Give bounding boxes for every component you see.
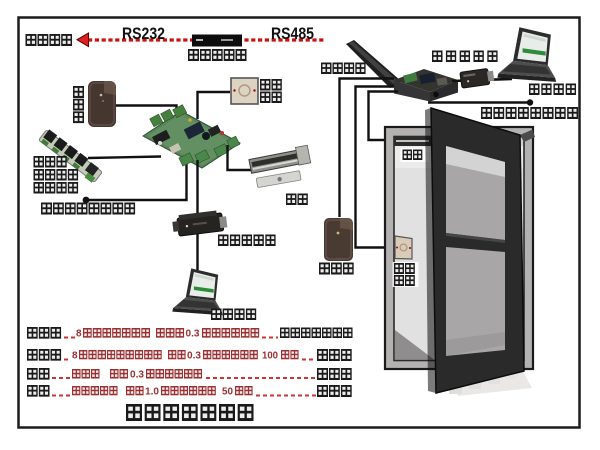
svg-text:8: 8 (72, 350, 78, 361)
svg-text:RS232: RS232 (122, 25, 165, 43)
svg-text:RS485: RS485 (271, 25, 314, 43)
svg-text:0.3: 0.3 (186, 328, 200, 339)
svg-text:0.3: 0.3 (130, 369, 144, 380)
svg-text:50: 50 (222, 386, 233, 397)
svg-text:0.3: 0.3 (187, 350, 201, 361)
svg-text:8: 8 (76, 328, 82, 339)
svg-text:100: 100 (262, 350, 278, 361)
svg-text:1.0: 1.0 (145, 386, 159, 397)
